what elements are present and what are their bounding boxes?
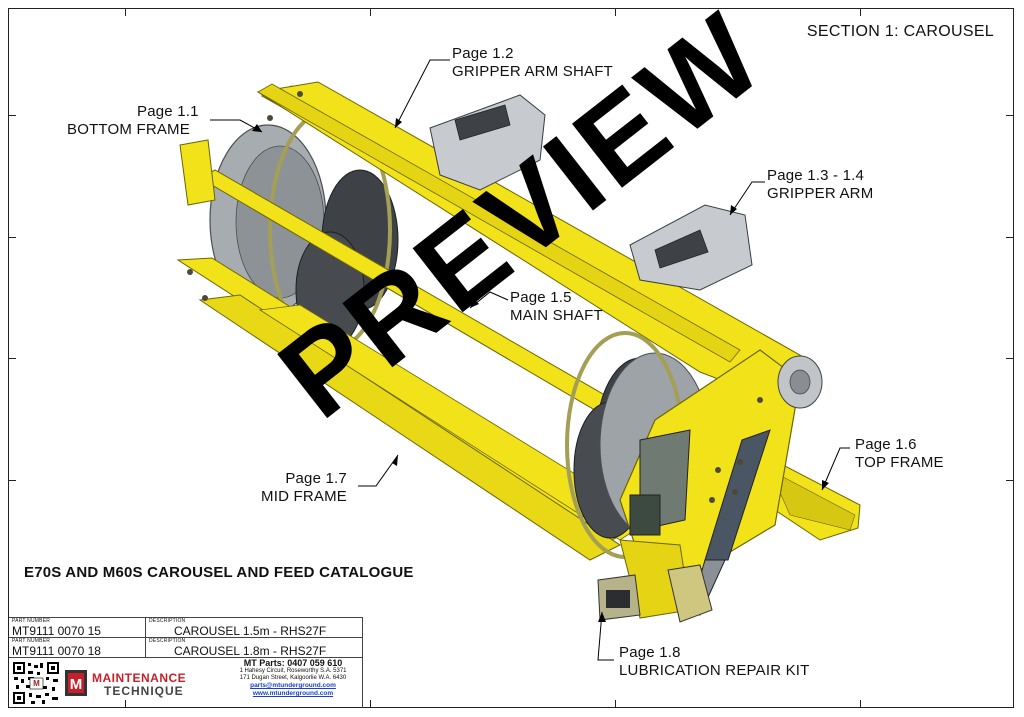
address-line: 171 Dugan Street, Kalgoorlie W.A. 6430	[239, 675, 347, 681]
callout-name: LUBRICATION REPAIR KIT	[619, 662, 810, 679]
border-tick	[370, 700, 371, 708]
border-tick	[1006, 358, 1014, 359]
lubrication-block	[597, 564, 713, 623]
border-tick	[860, 700, 861, 708]
address-line: 1 Hahesy Circuit, Roseworthy S.A. 5371	[239, 668, 347, 674]
svg-text:M: M	[33, 679, 40, 688]
callout-lubrication: Page 1.8 LUBRICATION REPAIR KIT	[619, 644, 810, 680]
svg-text:M: M	[70, 676, 83, 693]
callout-page: Page 1.3 - 1.4	[767, 167, 865, 184]
description-header: DESCRIPTION	[149, 638, 186, 644]
callout-name: MAIN SHAFT	[510, 307, 603, 324]
callout-page: Page 1.7	[285, 470, 347, 487]
callout-name: BOTTOM FRAME	[67, 121, 190, 138]
border-tick	[8, 237, 16, 238]
callout-name: GRIPPER ARM SHAFT	[452, 63, 613, 80]
callout-main-shaft: Page 1.5 MAIN SHAFT	[510, 289, 603, 325]
part-number: MT9111 0070 18	[12, 644, 101, 658]
bottom-frame-rails	[179, 81, 806, 396]
leader-arrowheads	[252, 118, 829, 622]
logo-line2: TECHNIQUE	[104, 684, 184, 698]
bolt-details	[187, 91, 763, 503]
qr-code-icon: M	[12, 661, 60, 705]
border-tick	[1006, 237, 1014, 238]
email-link[interactable]: parts@mtunderground.com	[250, 682, 336, 689]
part-number-header: PART NUMBER	[12, 618, 51, 624]
border-tick	[1006, 480, 1014, 481]
callout-name: GRIPPER ARM	[767, 185, 874, 202]
callout-page: Page 1.6	[855, 436, 917, 453]
border-tick	[370, 8, 371, 16]
border-tick	[8, 115, 16, 116]
part-number-header: PART NUMBER	[12, 638, 51, 644]
website-link[interactable]: www.mtunderground.com	[252, 690, 334, 697]
part-description: CAROUSEL 1.5m - RHS27F	[174, 624, 327, 638]
callout-top-frame: Page 1.6 TOP FRAME	[855, 436, 944, 472]
catalogue-title: E70S AND M60S CAROUSEL AND FEED CATALOGU…	[24, 564, 414, 581]
callout-page: Page 1.1	[137, 103, 199, 120]
end-hub	[777, 355, 823, 409]
callout-gripper-arm-shaft: Page 1.2 GRIPPER ARM SHAFT	[452, 45, 613, 81]
callout-name: TOP FRAME	[855, 454, 944, 471]
callout-name: MID FRAME	[261, 488, 347, 505]
border-tick	[125, 8, 126, 16]
table-divider	[145, 618, 146, 658]
mid-frame-rails	[176, 257, 651, 561]
border-tick	[615, 700, 616, 708]
maintenance-technique-logo: M MAINTENANCE TECHNIQUE	[65, 670, 186, 698]
contact-block: MT Parts: 0407 059 610 1 Hahesy Circuit,…	[223, 658, 363, 698]
table-row: PART NUMBER DESCRIPTION MT9111 0070 15 C…	[9, 618, 363, 638]
border-tick	[8, 480, 16, 481]
gripper-arm-front	[629, 204, 753, 291]
part-description: CAROUSEL 1.8m - RHS27F	[174, 644, 327, 658]
callout-mid-frame: Page 1.7 MID FRAME	[261, 470, 347, 506]
callout-page: Page 1.8	[619, 644, 681, 661]
gear-motor	[629, 429, 691, 536]
table-row: PART NUMBER DESCRIPTION MT9111 0070 18 C…	[9, 638, 363, 658]
border-tick	[615, 8, 616, 16]
callout-page: Page 1.5	[510, 289, 572, 306]
border-tick	[125, 700, 126, 708]
gripper-arm-rear	[429, 94, 546, 191]
title-block: PART NUMBER DESCRIPTION MT9111 0070 15 C…	[9, 617, 363, 708]
border-tick	[1006, 115, 1014, 116]
logo-line1: MAINTENANCE	[92, 671, 186, 685]
border-tick	[8, 358, 16, 359]
description-header: DESCRIPTION	[149, 618, 186, 624]
section-title: SECTION 1: CAROUSEL	[806, 23, 994, 40]
border-tick	[860, 8, 861, 16]
callout-gripper-arm: Page 1.3 - 1.4 GRIPPER ARM	[767, 167, 873, 203]
part-number: MT9111 0070 15	[12, 624, 101, 638]
callout-page: Page 1.2	[452, 45, 514, 62]
parts-phone: MT Parts: 0407 059 610	[243, 658, 343, 668]
callout-bottom-frame: Page 1.1 BOTTOM FRAME	[67, 103, 199, 139]
